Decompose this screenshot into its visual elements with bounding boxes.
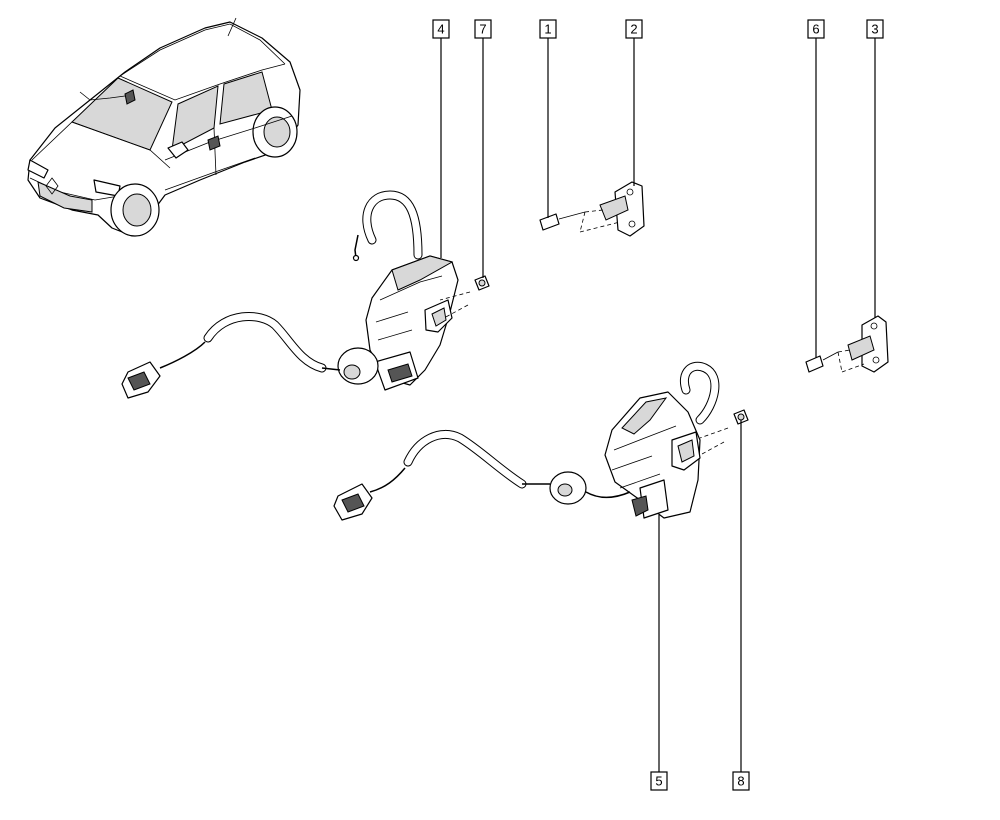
leader-lines <box>440 38 876 772</box>
striker-3 <box>837 315 889 373</box>
callout-2: 2 <box>625 19 643 39</box>
callout-7: 7 <box>474 19 492 39</box>
callout-5-label: 5 <box>655 774 662 789</box>
callout-3: 3 <box>866 19 884 39</box>
lock-assembly-front <box>121 190 471 399</box>
callout-1: 1 <box>539 19 557 39</box>
callout-8-label: 8 <box>737 774 744 789</box>
callout-8: 8 <box>732 771 750 791</box>
callout-6: 6 <box>807 19 825 39</box>
screw-6 <box>805 351 839 373</box>
screw-8 <box>733 409 749 425</box>
callout-3-label: 3 <box>871 22 878 37</box>
screw-7 <box>474 275 490 291</box>
screw-1 <box>539 211 586 231</box>
callout-1-label: 1 <box>544 22 551 37</box>
callout-7-label: 7 <box>479 22 486 37</box>
callout-6-label: 6 <box>812 22 819 37</box>
callout-4-label: 4 <box>437 22 444 37</box>
callout-4: 4 <box>432 19 450 39</box>
vehicle-locator-illustration <box>27 17 301 237</box>
callout-5: 5 <box>650 771 668 791</box>
callout-2-label: 2 <box>630 22 637 37</box>
striker-2 <box>579 181 645 237</box>
lock-assembly-rear <box>333 361 729 521</box>
